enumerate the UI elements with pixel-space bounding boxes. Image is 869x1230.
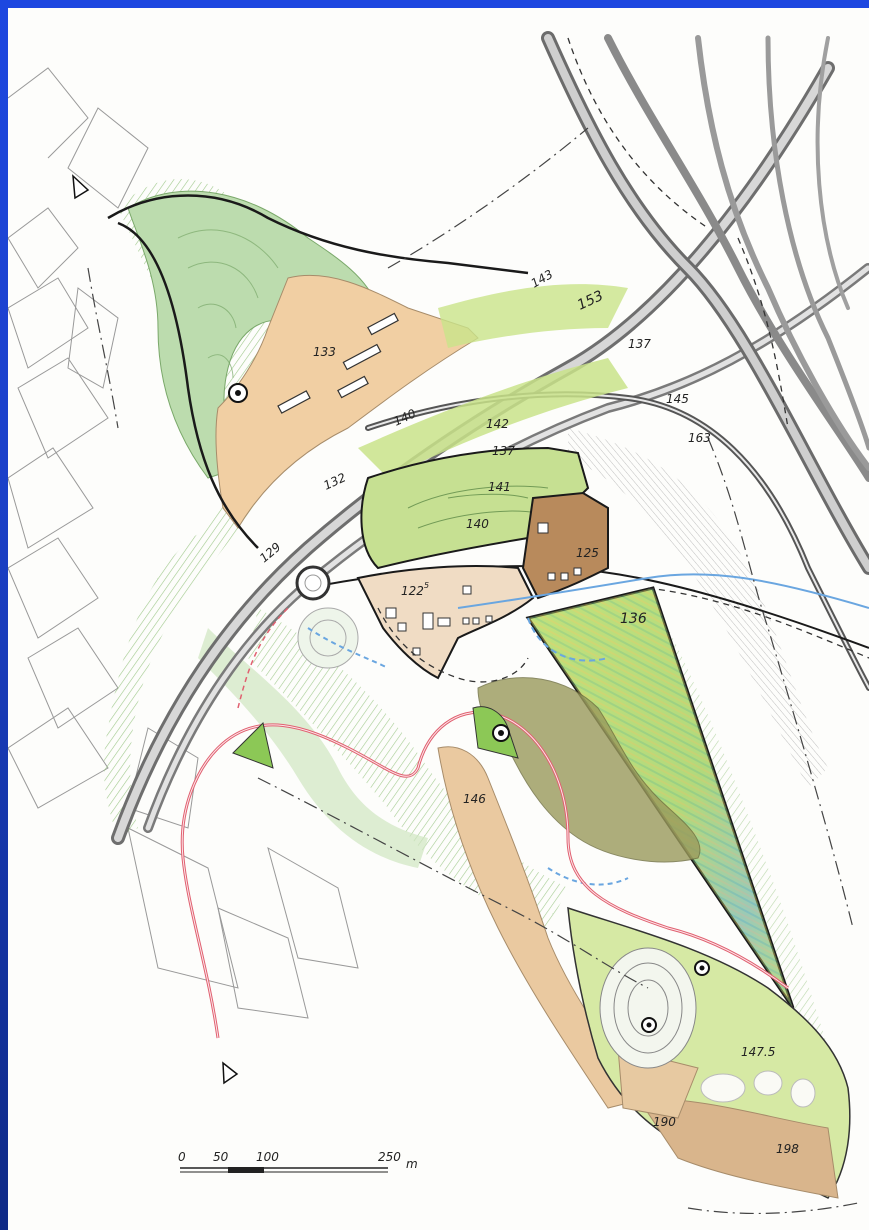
highway-green-strip [358, 358, 628, 478]
viewpoint-marker-3 [694, 960, 710, 976]
terrace-contours [407, 485, 549, 529]
label-198: 198 [776, 1142, 799, 1156]
label-190: 190 [653, 1115, 676, 1129]
north-arrow-bottom [222, 1061, 239, 1085]
viewpoint-marker-4 [641, 1017, 657, 1033]
red-dashed-line [237, 607, 289, 709]
scale-tick-0: 0 [178, 1150, 186, 1164]
label-147-5: 147.5 [741, 1045, 775, 1059]
north-arrow-top [72, 174, 90, 200]
label-129: 129 [257, 540, 284, 565]
dashed-lines [377, 37, 869, 683]
white-blobs [700, 1070, 816, 1108]
label-133: 133 [313, 345, 336, 359]
highway-green-strip-2 [438, 284, 628, 348]
label-137-mid: 137 [492, 444, 515, 458]
urban-grid-left [8, 67, 359, 1019]
label-122: 122 [401, 584, 424, 598]
label-122-superscript: 5 [424, 581, 429, 590]
label-141: 141 [488, 480, 511, 494]
scale-tick-50: 50 [213, 1150, 229, 1164]
roundabout [295, 565, 331, 601]
parcel-133-buildings [277, 312, 399, 414]
label-140: 140 [466, 517, 489, 531]
label-125: 125 [576, 546, 599, 560]
label-146: 146 [463, 792, 486, 806]
water-lines [307, 573, 869, 886]
parcel-133 [215, 274, 479, 529]
parcel-198 [637, 1097, 839, 1199]
label-136: 136 [620, 611, 647, 627]
label-137-top: 137 [628, 337, 651, 351]
parcel-125-buildings [537, 522, 582, 581]
field-136-stripes [528, 588, 793, 1008]
parcel-125 [521, 491, 609, 600]
woodland-area [477, 677, 701, 863]
label-145: 145 [666, 392, 689, 406]
southern-lake-contours [599, 947, 697, 1069]
label-132: 132 [321, 470, 348, 492]
scale-unit: m [406, 1157, 418, 1171]
map-labels: 133 140 142 132 129 143 153 137 145 163 … [257, 267, 799, 1156]
site-plan-map: 133 140 142 132 129 143 153 137 145 163 … [8, 31, 869, 1215]
parcel-122-buildings [385, 585, 493, 656]
viewpoint-marker-2 [492, 724, 510, 742]
scale-tick-100: 100 [256, 1150, 279, 1164]
green-wedge-left [232, 722, 274, 769]
scale-tick-250: 250 [378, 1150, 401, 1164]
label-163: 163 [688, 431, 711, 445]
viewpoint-marker-1 [228, 383, 248, 403]
label-142: 142 [486, 417, 509, 431]
site-plan-sheet: 133 140 142 132 129 143 153 137 145 163 … [8, 8, 869, 1230]
boundary-lines [87, 127, 859, 1215]
walking-path-inner [181, 711, 789, 1039]
pond [297, 607, 359, 669]
scale-bar: 0 50 100 250 m [178, 1150, 418, 1173]
hill-contours [177, 229, 279, 379]
